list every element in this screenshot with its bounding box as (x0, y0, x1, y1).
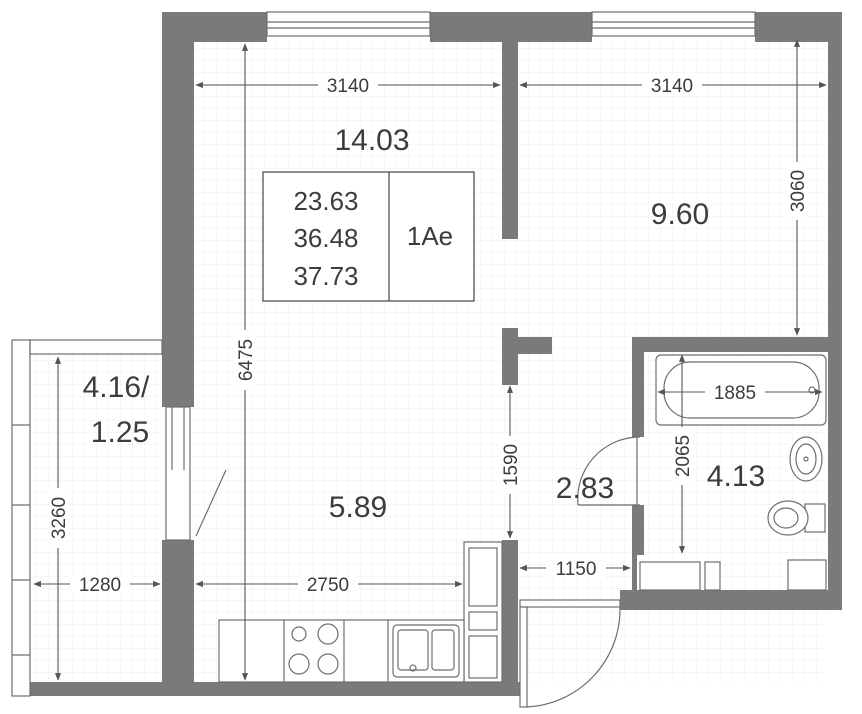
wall-hall (502, 540, 518, 696)
dim-hall-depth: 1590 (501, 444, 522, 486)
dim-hall-width: 1150 (556, 559, 597, 580)
kitchen-sink-icon (392, 624, 460, 678)
dim-balcony-depth: 3260 (49, 497, 70, 539)
hall-cabinets (463, 541, 503, 683)
toilet-icon (767, 500, 826, 536)
living-total-area: 23.63 (293, 186, 358, 216)
wall-left (162, 540, 194, 695)
wall-partition (502, 36, 518, 239)
window-living (266, 11, 431, 37)
apartment-type: 1Ae (407, 221, 453, 251)
wall-bath-left (632, 337, 644, 437)
window-bedroom (591, 11, 756, 37)
area-info-box (262, 171, 475, 302)
washbasin-icon (789, 436, 823, 482)
total-area: 36.48 (293, 223, 358, 253)
entrance-door (519, 599, 621, 708)
balcony-area-reduced: 1.25 (91, 416, 149, 449)
dim-kitchen-width: 2750 (307, 575, 349, 596)
wall-top (755, 12, 842, 42)
bath-cabinets (639, 559, 827, 591)
balcony-door-swing (195, 469, 227, 537)
wall-left (162, 12, 194, 407)
dim-living-width: 3140 (327, 76, 369, 97)
living-room-area: 14.03 (334, 124, 409, 157)
dim-bedroom-width: 3140 (651, 76, 693, 97)
windows (165, 11, 756, 541)
hall-area: 2.83 (556, 472, 614, 505)
wall-bath-left (632, 505, 644, 555)
bathroom-area: 4.13 (707, 460, 765, 493)
wall-stub (502, 328, 518, 385)
dim-bath-depth: 2065 (673, 435, 694, 477)
dim-bath-width: 1885 (714, 383, 756, 404)
kitchen-counter (218, 619, 465, 683)
dim-living-depth: 6475 (236, 339, 257, 381)
wall-bath-top (632, 337, 842, 352)
kitchen-area: 5.89 (329, 491, 387, 524)
wall-stub (502, 337, 552, 354)
stove-icon (288, 623, 339, 675)
wall-entrance (620, 590, 842, 610)
dim-balcony-width: 1280 (79, 575, 121, 596)
wall-balcony-bottom (30, 682, 194, 696)
balcony-area: 4.16/ (83, 371, 150, 404)
dim-bedroom-depth: 3060 (788, 170, 809, 212)
balcony-railing (11, 339, 163, 697)
wall-bath-bottom (632, 555, 637, 610)
dimension-label-bg (47, 74, 808, 595)
bedroom-area: 9.60 (651, 198, 709, 231)
dimension-labels: 3140 3140 3060 6475 1885 2065 1590 1150 … (49, 76, 809, 596)
balcony-door (165, 406, 191, 541)
bathroom-door (577, 436, 641, 506)
walls (30, 12, 842, 696)
area-info-values: 23.63 36.48 37.73 1Ae (293, 186, 453, 291)
wall-right (828, 12, 842, 597)
room-area-labels: 14.03 9.60 5.89 2.83 4.13 4.16/ 1.25 (83, 124, 766, 524)
total-with-balcony-area: 37.73 (293, 261, 358, 291)
